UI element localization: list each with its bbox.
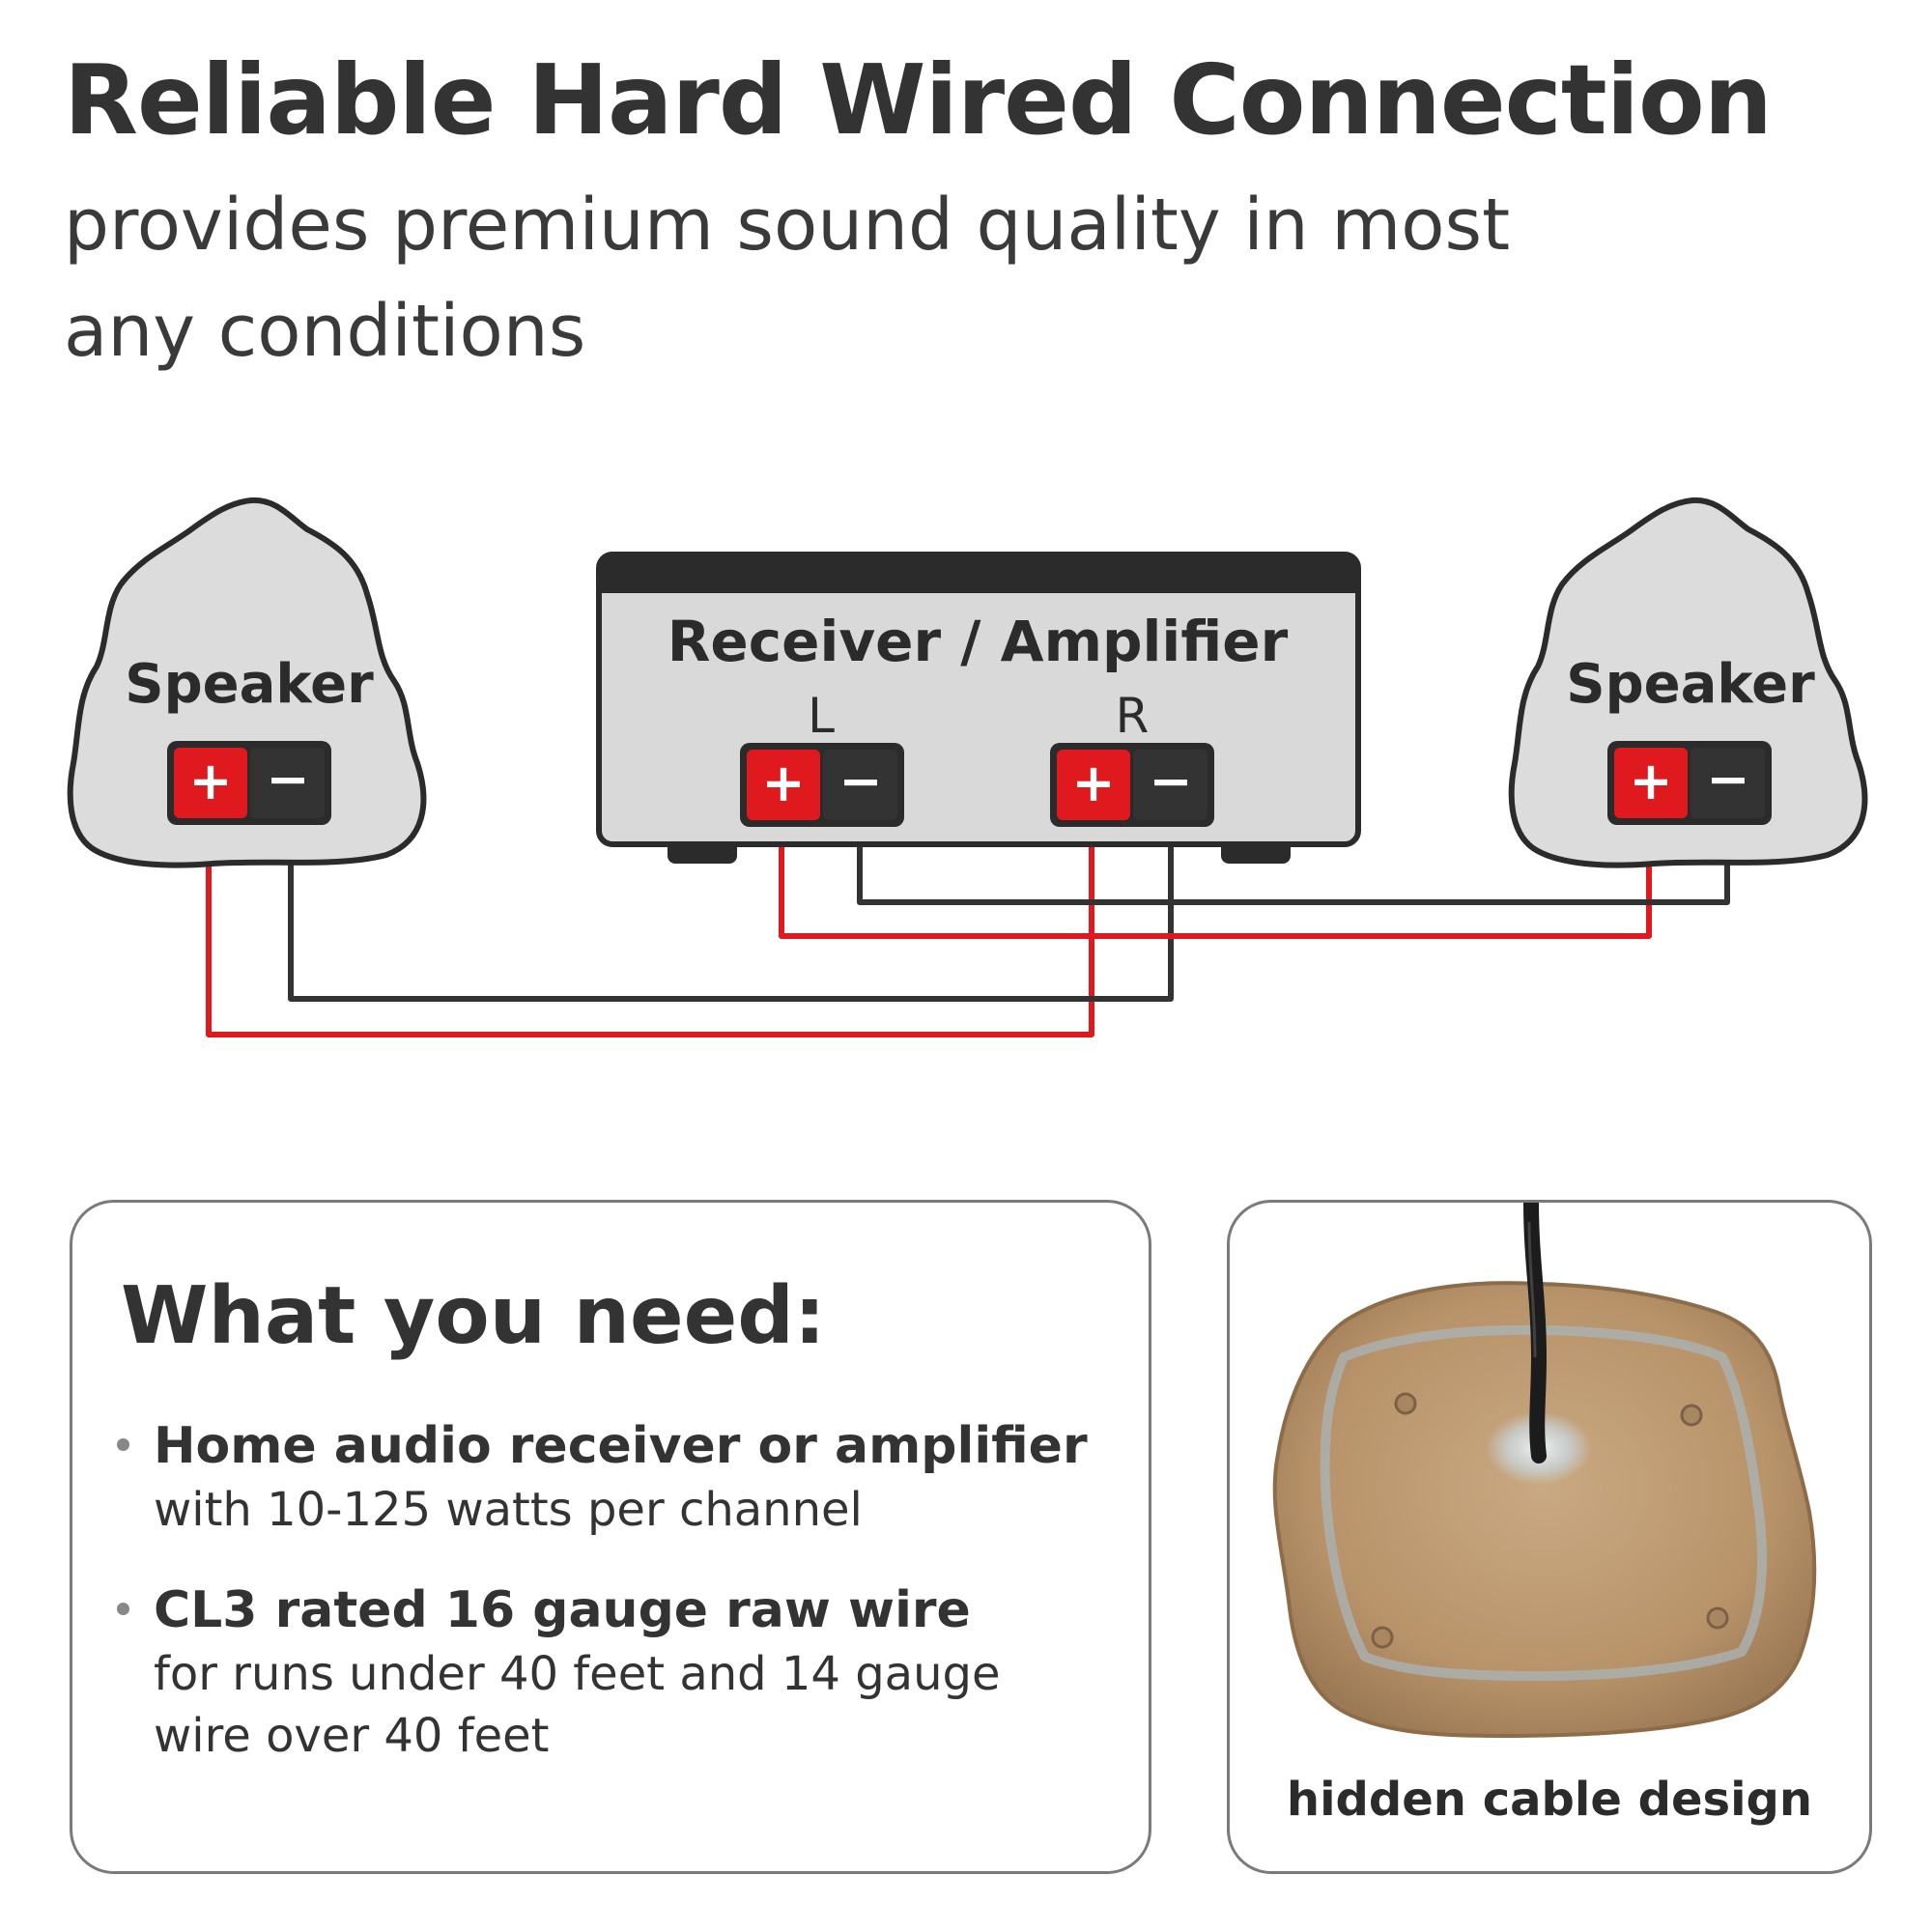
page-title: Reliable Hard Wired Connection bbox=[64, 43, 1773, 156]
photo-caption: hidden cable design bbox=[1286, 1773, 1813, 1827]
amp-left-plus-sign: + bbox=[761, 753, 805, 813]
rock-speaker-bottom-photo bbox=[1272, 1203, 1817, 1739]
amp-left-minus-sign: − bbox=[838, 751, 882, 811]
screw-head bbox=[1371, 1626, 1394, 1649]
page-subtitle: provides premium sound quality in most a… bbox=[64, 184, 1511, 373]
amplifier-body bbox=[596, 552, 1361, 847]
requirement-title: CL3 rated 16 gauge raw wire bbox=[154, 1581, 971, 1639]
bullet-icon bbox=[117, 1438, 129, 1451]
left-speaker-minus-sign: − bbox=[266, 749, 309, 810]
amp-right-plus-sign: + bbox=[1071, 753, 1115, 813]
wiring-diagram: Speaker + − Receiver / Amplifier L R + −… bbox=[67, 497, 1868, 1037]
cable-highlight bbox=[1527, 1221, 1537, 1358]
right-speaker-label: Speaker bbox=[1566, 653, 1815, 716]
left-speaker-plus-terminal bbox=[174, 748, 247, 818]
right-speaker-rock bbox=[1508, 497, 1868, 868]
requirement-title: Home audio receiver or amplifier bbox=[154, 1417, 1088, 1475]
left-speaker-minus-terminal bbox=[250, 748, 325, 818]
amp-right-minus-terminal bbox=[1133, 750, 1208, 820]
hidden-cable-icon bbox=[1523, 1203, 1548, 1463]
right-speaker: Speaker + − bbox=[1508, 497, 1868, 868]
screw-head bbox=[1680, 1404, 1703, 1427]
amplifier-left-channel-label: L bbox=[808, 688, 835, 744]
wire-left-speaker-negative bbox=[288, 787, 1174, 1002]
right-speaker-plus-terminal bbox=[1614, 748, 1688, 818]
left-speaker-label: Speaker bbox=[125, 653, 374, 716]
rock-inner-rim bbox=[1320, 1324, 1767, 1681]
left-speaker-rock bbox=[67, 497, 427, 868]
left-speaker-plus-sign: + bbox=[188, 751, 232, 811]
bullet-icon bbox=[117, 1603, 129, 1615]
what-you-need-panel: What you need: Home audio receiver or am… bbox=[70, 1200, 1151, 1874]
right-speaker-minus-sign: − bbox=[1706, 749, 1749, 810]
right-speaker-minus-terminal bbox=[1690, 748, 1765, 818]
right-speaker-plus-sign: + bbox=[1629, 751, 1672, 811]
amplifier-label: Receiver / Amplifier bbox=[668, 609, 1289, 674]
requirement-detail: for runs under 40 feet and 14 gauge wire… bbox=[154, 1647, 1001, 1763]
what-you-need-title: What you need: bbox=[121, 1270, 826, 1362]
screw-head bbox=[1706, 1606, 1729, 1630]
amp-left-plus-terminal bbox=[747, 750, 820, 820]
requirement-detail: with 10-125 watts per channel bbox=[154, 1483, 863, 1537]
amp-right-minus-sign: − bbox=[1149, 751, 1192, 811]
list-item: CL3 rated 16 gauge raw wire for runs und… bbox=[115, 1577, 1091, 1767]
amplifier-right-channel-label: R bbox=[1116, 688, 1150, 744]
hidden-cable-photo-panel: hidden cable design bbox=[1227, 1200, 1872, 1874]
amp-left-minus-terminal bbox=[823, 750, 897, 820]
left-speaker: Speaker + − bbox=[67, 497, 427, 868]
receiver-amplifier: Receiver / Amplifier L R + − + − bbox=[596, 552, 1361, 864]
amp-right-plus-terminal bbox=[1057, 750, 1130, 820]
screw-head bbox=[1394, 1392, 1417, 1415]
requirements-list: Home audio receiver or amplifier with 10… bbox=[115, 1413, 1091, 1804]
amplifier-top-band bbox=[599, 554, 1358, 593]
list-item: Home audio receiver or amplifier with 10… bbox=[115, 1413, 1091, 1541]
wire-left-speaker-positive bbox=[206, 787, 1094, 1037]
